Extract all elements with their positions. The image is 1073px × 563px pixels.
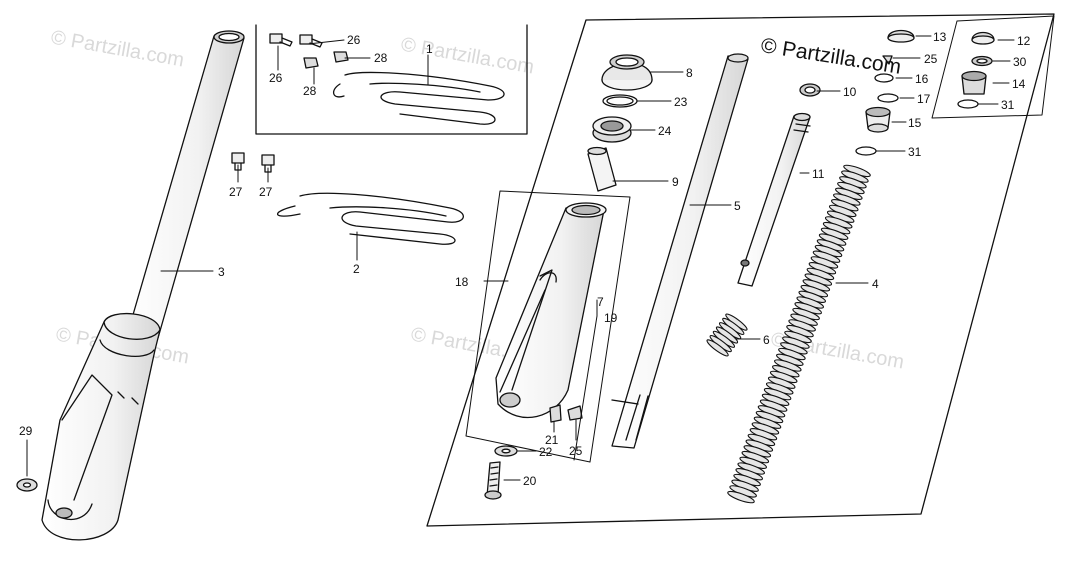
bolt-21: [549, 404, 562, 423]
callout-10: 10: [843, 85, 857, 99]
cap-12: [971, 31, 995, 45]
callout-7: 7: [597, 295, 604, 309]
circlip-23: [602, 94, 638, 108]
rebound-spring-6: [706, 313, 748, 357]
callout-31-b: 31: [1001, 98, 1015, 112]
callout-30: 30: [1013, 55, 1027, 69]
callout-1: 1: [426, 42, 433, 56]
fork-inner-tube-3: [127, 30, 245, 339]
callout-14: 14: [1012, 77, 1026, 91]
callout-5: 5: [734, 199, 741, 213]
bolt-20: [484, 461, 502, 500]
fork-spring-4: [727, 164, 871, 504]
o-ring-17: [877, 93, 899, 103]
nut-28a: [303, 57, 319, 69]
callout-20: 20: [523, 474, 537, 488]
callout-labels: 1 2 3 4 5 6 7 8 9 10 11 12 13 14 15 16 1…: [19, 30, 1031, 488]
bolt-26b: [299, 34, 323, 48]
callout-8: 8: [686, 66, 693, 80]
damper-rod-11: [737, 112, 811, 287]
callout-25-b: 25: [924, 52, 938, 66]
callout-4: 4: [872, 277, 879, 291]
o-ring-31b: [957, 99, 979, 109]
callout-18: 18: [455, 275, 469, 289]
callout-3: 3: [218, 265, 225, 279]
callout-17: 17: [917, 92, 931, 106]
callout-19: 19: [604, 311, 618, 325]
callout-13: 13: [933, 30, 947, 44]
guide-bushing-9: [587, 146, 617, 192]
callout-23: 23: [674, 95, 688, 109]
callout-29: 29: [19, 424, 33, 438]
callout-27-a: 27: [229, 185, 243, 199]
group-frame-18-19: [465, 190, 631, 463]
ring-30: [971, 55, 993, 67]
bolt-26a: [269, 33, 293, 47]
callout-28-b: 28: [303, 84, 317, 98]
inset-frame-top: [255, 24, 528, 135]
washer-29: [16, 478, 38, 492]
fork-slider-18: [495, 202, 607, 419]
o-ring-31: [855, 146, 877, 156]
callout-2: 2: [353, 262, 360, 276]
outer-tube-5: [611, 53, 749, 449]
main-frame: [426, 13, 1055, 527]
spacer-10: [799, 83, 821, 97]
dust-seal-8: [601, 54, 653, 91]
callout-15: 15: [908, 116, 922, 130]
callout-11: 11: [812, 167, 825, 181]
oil-seal-24: [592, 116, 632, 143]
nut-28b: [333, 51, 349, 63]
bolt-27b: [261, 154, 275, 173]
o-ring-16: [874, 73, 894, 83]
cap-13: [887, 29, 915, 43]
pin-25: [882, 55, 893, 65]
callout-26-a: 26: [269, 71, 283, 85]
leader-lines: [26, 35, 1015, 481]
wire-clip-1: [333, 71, 505, 125]
callout-12: 12: [1017, 34, 1031, 48]
washer-22: [494, 445, 518, 457]
callout-25-a: 25: [569, 444, 583, 458]
callout-22: 22: [539, 445, 553, 459]
spacer-15: [865, 106, 891, 133]
callout-6: 6: [763, 333, 770, 347]
inset-frame-right: [931, 15, 1055, 119]
callout-31-a: 31: [908, 145, 922, 159]
callout-21: 21: [545, 433, 559, 447]
callout-27-b: 27: [259, 185, 273, 199]
callout-28-a: 28: [374, 51, 388, 65]
callout-24: 24: [658, 124, 672, 138]
bolt-25: [567, 405, 583, 421]
callout-9: 9: [672, 175, 679, 189]
callout-26-b: 26: [347, 33, 361, 47]
callout-16: 16: [915, 72, 929, 86]
wire-clip-2: [276, 192, 464, 245]
fork-lower-slider: [41, 312, 161, 541]
bolt-14: [961, 70, 987, 95]
